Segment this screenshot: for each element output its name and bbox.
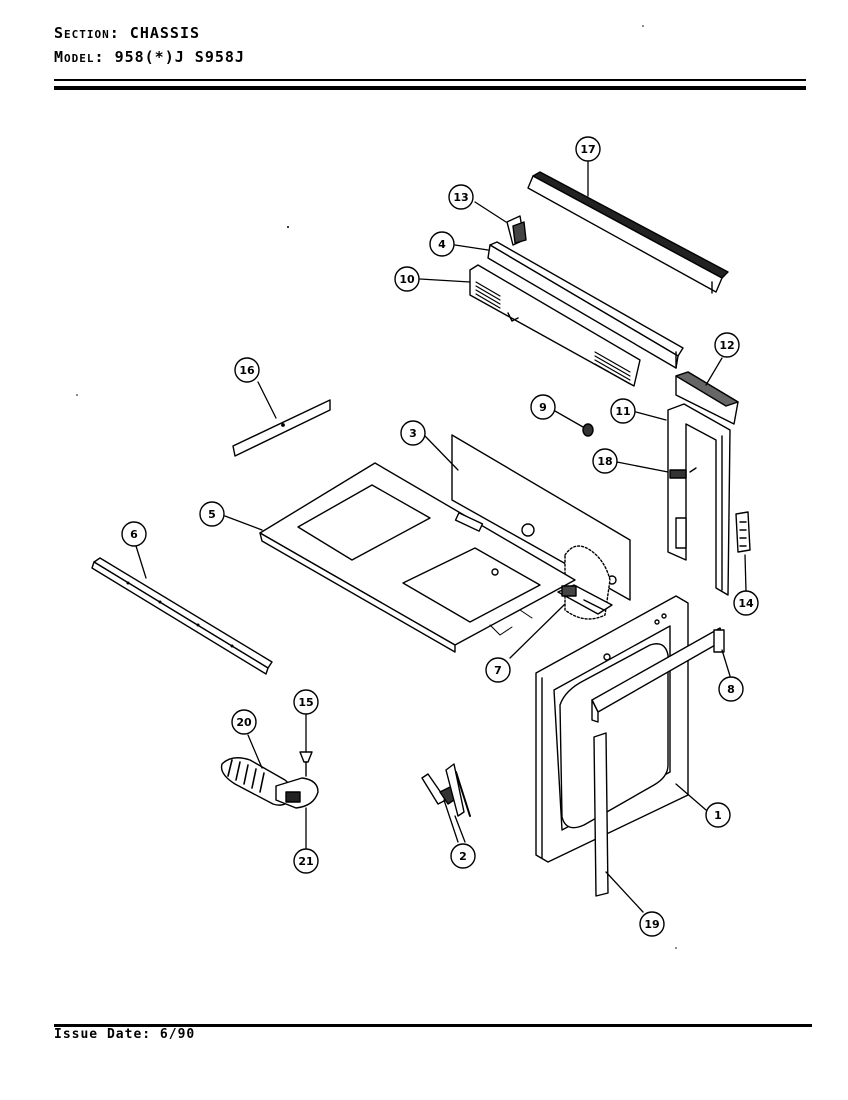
svg-text:13: 13 [453,191,468,204]
part-2-hinges [421,763,471,817]
svg-text:10: 10 [399,273,415,286]
part-11-side-bracket [667,403,731,596]
callouts: 17 13 4 10 12 16 9 11 3 18 5 6 14 7 8 15… [121,136,759,937]
callout-2: 2 [450,843,476,869]
model-header: Model: 958(*)J S958J [54,48,245,66]
svg-text:5: 5 [208,508,216,521]
svg-text:11: 11 [615,405,630,418]
svg-text:4: 4 [438,238,446,251]
part-4-rail [487,241,684,369]
part-18-clip [669,467,697,479]
part-15-screw [299,751,313,777]
callout-7: 7 [485,657,511,683]
callout-18: 18 [592,448,618,474]
footer-rule [54,1024,812,1027]
callout-3: 3 [400,420,426,446]
header-rule-thin [54,79,806,81]
part-9-knob [582,423,594,437]
svg-text:7: 7 [494,664,502,677]
svg-text:14: 14 [738,597,754,610]
svg-text:9: 9 [539,401,547,414]
svg-text:15: 15 [298,696,313,709]
section-header: Section: CHASSIS [54,24,200,42]
part-17-top-trim [527,171,729,294]
callout-15: 15 [293,689,319,715]
leader-lines [135,161,747,913]
part-12-side-cap [675,371,739,425]
specks [76,25,677,949]
svg-text:16: 16 [239,364,255,377]
section-value: CHASSIS [129,24,201,42]
svg-text:20: 20 [236,716,252,729]
part-10-back-panel [469,264,641,387]
part-8-trim-strip [591,627,725,723]
callout-19: 19 [639,911,665,937]
callout-8: 8 [718,676,744,702]
svg-text:18: 18 [597,455,612,468]
part-6-side-rail [91,557,273,675]
model-value: 958(*)J S958J [114,48,245,66]
part-13-bracket [506,215,527,246]
svg-text:8: 8 [727,683,735,696]
callout-20: 20 [231,709,257,735]
svg-text:17: 17 [580,143,595,156]
callout-21: 21 [293,848,319,874]
callout-10: 10 [394,266,420,292]
callout-14: 14 [733,590,759,616]
callout-17: 17 [575,136,601,162]
callout-6: 6 [121,521,147,547]
callout-16: 16 [234,357,260,383]
model-key: Model: [54,48,105,66]
callout-11: 11 [610,398,636,424]
svg-text:12: 12 [719,339,734,352]
svg-text:6: 6 [130,528,138,541]
part-21-valve [275,777,319,809]
part-19-seal-strip [593,732,609,897]
svg-text:19: 19 [644,918,659,931]
part-1-front-frame [535,595,689,863]
part-5-floor-panel [259,462,576,653]
section-key: Section: [54,24,120,42]
callout-5: 5 [199,501,225,527]
callout-1: 1 [705,802,731,828]
svg-text:21: 21 [298,855,313,868]
svg-text:3: 3 [409,427,417,440]
header-rule-thick [54,86,806,90]
callout-4: 4 [429,231,455,257]
issue-date: Issue Date: 6/90 [54,1027,196,1042]
part-16-strip [232,399,331,457]
svg-text:2: 2 [459,850,467,863]
part-14-bracket [735,511,751,553]
callout-13: 13 [448,184,474,210]
part-7-igniter [557,584,613,615]
svg-text:1: 1 [714,809,722,822]
callout-12: 12 [714,332,740,358]
callout-9: 9 [530,394,556,420]
